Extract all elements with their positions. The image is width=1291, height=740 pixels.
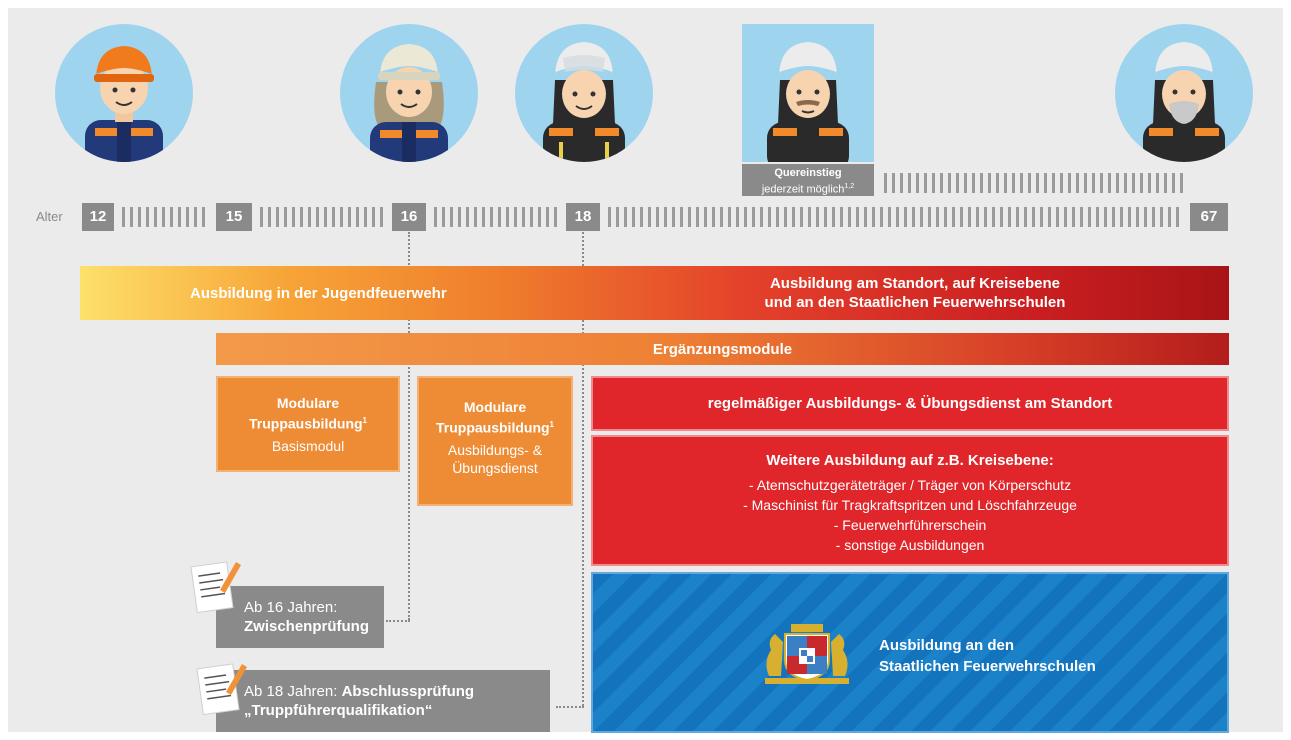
timeline-ticks: [122, 207, 210, 227]
youth-training-label: Ausbildung in der Jugendfeuerwehr: [190, 285, 447, 302]
timeline-ticks: [434, 207, 562, 227]
further-training-item: - Maschinist für Tragkraftspritzen und L…: [743, 497, 1077, 513]
lateral-entry-firefighter-avatar: [742, 24, 874, 162]
exam-16-connector: [386, 620, 410, 622]
age-16-guide: [408, 232, 410, 620]
basic-module-title2: Truppausbildung: [249, 415, 363, 432]
age-18: 18: [566, 203, 600, 231]
final-exam-box: Ab 18 Jahren: Abschlussprüfung „Truppfüh…: [216, 670, 550, 732]
supplementary-modules-bar: Ergänzungsmodule: [216, 333, 1229, 365]
basic-module-footnote: 1: [362, 416, 367, 425]
practice-module-title2: Truppausbildung: [436, 419, 550, 436]
document-icon: [190, 561, 241, 614]
intermediate-exam-age: Ab 16 Jahren:: [244, 599, 338, 616]
final-exam-title: Abschlussprüfung: [341, 683, 475, 700]
basic-module-box: Modulare Truppausbildung1 Basismodul: [216, 376, 400, 472]
standort-line1: Ausbildung am Standort, auf Kreisebene: [769, 275, 1061, 292]
further-training-box: Weitere Ausbildung auf z.B. Kreisebene: …: [591, 435, 1229, 566]
age-12: 12: [82, 203, 114, 231]
youth-firefighter-avatar: [55, 24, 193, 162]
further-training-item: - Feuerwehrführerschein: [833, 517, 987, 533]
state-fire-school-line2: Staatlichen Feuerwehrschulen: [879, 658, 1096, 675]
lateral-entry-title: Quereinstieg: [774, 167, 842, 179]
timeline-ticks: [608, 207, 1182, 227]
age-18-guide: [582, 232, 584, 706]
bavarian-coat-of-arms-icon: [765, 624, 849, 684]
further-training-title: Weitere Ausbildung auf z.B. Kreisebene:: [766, 452, 1054, 469]
practice-module-title1: Modulare: [463, 399, 527, 415]
document-icon: [196, 663, 247, 716]
final-exam-age: Ab 18 Jahren:: [244, 683, 342, 700]
practice-module-box: Modulare Truppausbildung1 Ausbildungs- &…: [417, 376, 573, 506]
lateral-entry-footnote: 1,2: [844, 183, 855, 190]
final-exam-qualification: „Truppführerqualifikation“: [244, 702, 433, 719]
female-firefighter-avatar: [340, 24, 478, 162]
practice-module-sub2: Übungsdienst: [452, 459, 538, 476]
age-16: 16: [392, 203, 426, 231]
basic-module-sub: Basismodul: [271, 437, 345, 454]
lateral-entry-note: Quereinstieg jederzeit möglich1,2: [742, 164, 874, 196]
training-bar: Ausbildung in der Jugendfeuerwehr Ausbil…: [80, 266, 1229, 320]
intermediate-exam-title: Zwischenprüfung: [244, 618, 369, 635]
practice-module-sub1: Ausbildungs- &: [447, 441, 543, 458]
further-training-item: - sonstige Ausbildungen: [835, 537, 985, 553]
state-fire-school-label: Ausbildung an den Staatlichen Feuerwehrs…: [879, 635, 1096, 677]
age-label: Alter: [36, 209, 63, 224]
practice-module-footnote: 1: [549, 420, 554, 429]
timeline-ticks: [260, 207, 388, 227]
lateral-entry-text: jederzeit möglich: [761, 183, 845, 196]
standort-training-label: Ausbildung am Standort, auf Kreisebene u…: [720, 274, 1110, 312]
age-15: 15: [216, 203, 252, 231]
further-training-item: - Atemschutzgeräteträger / Träger von Kö…: [748, 477, 1072, 493]
exam-18-connector: [556, 706, 584, 708]
intermediate-exam-box: Ab 16 Jahren: Zwischenprüfung: [216, 586, 384, 648]
regular-training-box: regelmäßiger Ausbildungs- & Übungsdienst…: [591, 376, 1229, 431]
basic-module-title1: Modulare: [276, 395, 340, 411]
lateral-entry-ticks: [884, 173, 1184, 193]
senior-firefighter-avatar: [1115, 24, 1253, 162]
state-fire-school-line1: Ausbildung an den: [879, 637, 1014, 654]
standort-line2: und an den Staatlichen Feuerwehrschulen: [764, 294, 1066, 311]
firefighter-avatar: [515, 24, 653, 162]
state-fire-school-box: Ausbildung an den Staatlichen Feuerwehrs…: [591, 572, 1229, 733]
age-67: 67: [1190, 203, 1228, 231]
